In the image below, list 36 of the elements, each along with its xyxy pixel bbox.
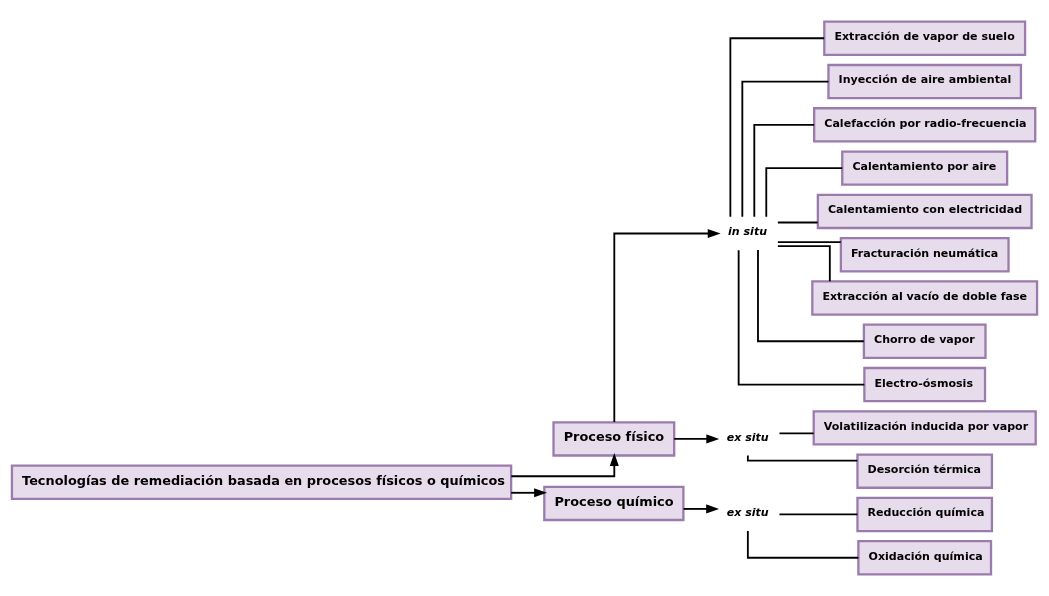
arrow — [510, 488, 548, 498]
connector — [757, 249, 865, 343]
node-box: Reducción química — [856, 496, 994, 533]
node-box: Calentamiento por aire — [841, 150, 1009, 186]
connector — [765, 167, 844, 218]
connector — [746, 530, 860, 559]
connector — [778, 513, 859, 516]
node-text: ex situ — [726, 506, 769, 520]
node-text: in situ — [728, 225, 768, 239]
node-box: Electro-ósmosis — [863, 366, 987, 403]
arrow — [673, 434, 720, 444]
node-box: Inyección de aire ambiental — [827, 63, 1023, 100]
connector — [776, 241, 842, 244]
node-box: Chorro de vapor — [862, 323, 987, 359]
node-box: Volatilización inducida por vapor — [812, 410, 1037, 446]
connector — [729, 37, 826, 218]
node-box: Proceso químico — [543, 485, 685, 522]
node-box: Proceso físico — [552, 421, 676, 457]
node-box: Tecnologías de remediación basada en procesos físicos o químicos — [10, 464, 513, 500]
node-text: ex situ — [726, 430, 769, 444]
node-box: Calefacción por radio-frecuencia — [813, 107, 1037, 143]
node-box: Desorción térmica — [856, 453, 994, 489]
connector — [778, 432, 815, 435]
connector — [777, 245, 831, 283]
connector — [776, 221, 819, 224]
connector — [737, 249, 866, 386]
node-box: Extracción al vacío de doble fase — [811, 280, 1039, 316]
node-box: Fracturación neumática — [839, 237, 1010, 273]
arrow — [682, 504, 720, 514]
arrow — [613, 229, 721, 424]
arrow — [510, 453, 619, 478]
node-box: Oxidación química — [857, 540, 993, 576]
node-box: Calentamiento con electricidad — [816, 193, 1033, 230]
connector — [741, 80, 830, 218]
connector — [753, 123, 816, 218]
node-box: Extracción de vapor de suelo — [823, 20, 1027, 56]
